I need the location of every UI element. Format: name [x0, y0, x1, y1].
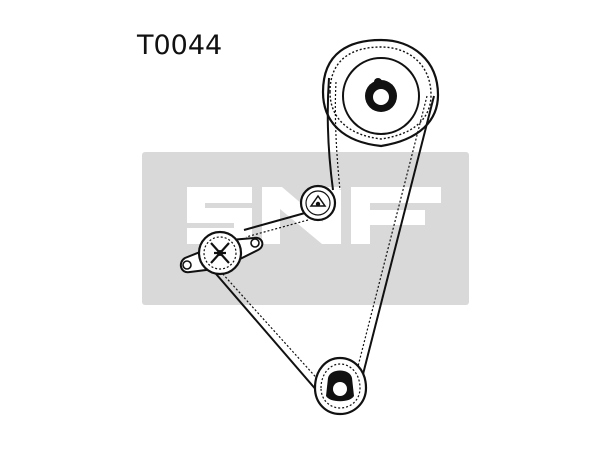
part-code-label: T0044	[137, 30, 223, 61]
skf-logo-watermark	[142, 152, 469, 305]
tensioner-pulley	[299, 184, 337, 222]
idler-pulley	[179, 230, 264, 276]
camshaft-pulley	[321, 38, 440, 148]
crankshaft-pulley	[313, 356, 368, 416]
